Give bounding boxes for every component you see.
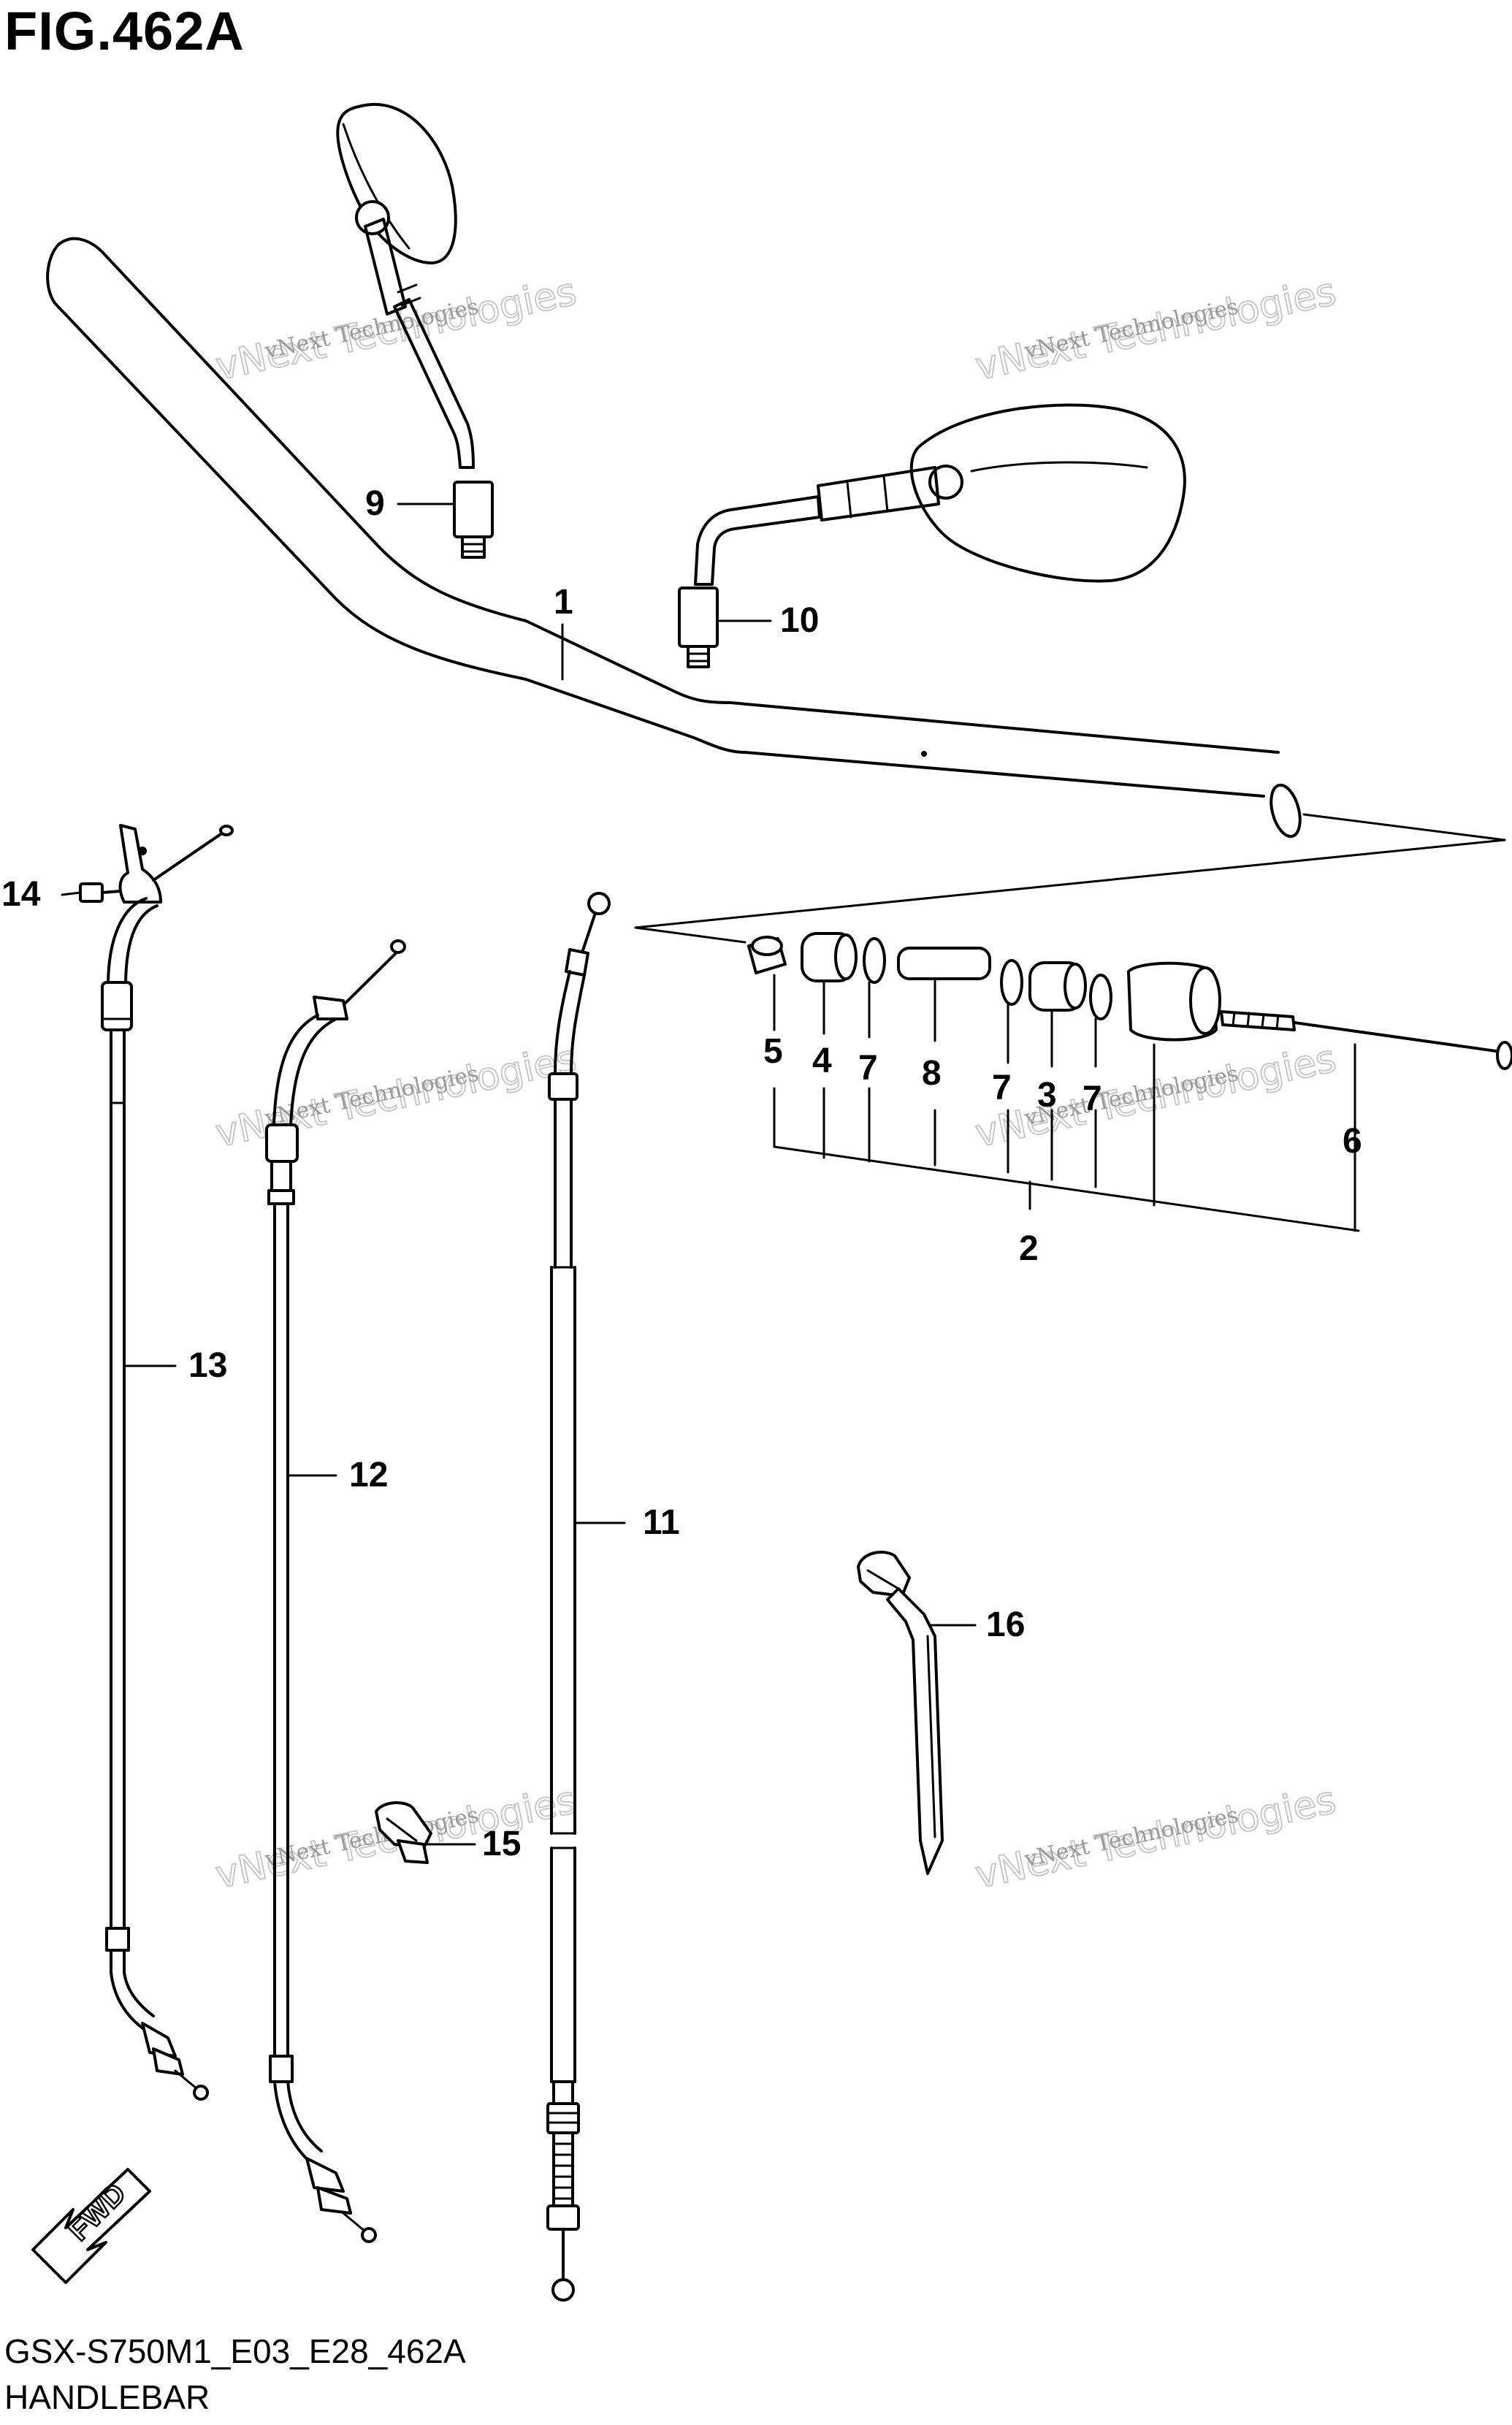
left-mirror-part	[336, 103, 494, 559]
callout-6: 6	[1343, 1122, 1362, 1161]
part-5-nut	[747, 936, 787, 974]
callout-12: 12	[349, 1456, 388, 1494]
cable-12-part	[265, 939, 406, 2243]
callout-9: 9	[365, 484, 385, 523]
leader-lines	[61, 503, 1356, 1846]
callout-7c: 7	[1083, 1080, 1102, 1118]
right-mirror-part	[678, 403, 1186, 668]
callout-13: 13	[188, 1346, 227, 1385]
balancer-weight	[1127, 961, 1221, 1042]
figure-code: GSX-S750M1_E03_E28_462A	[4, 2332, 466, 2370]
bar-end-assembly	[747, 932, 1512, 1232]
callout-4: 4	[812, 1042, 832, 1080]
part-7-washer	[863, 937, 886, 984]
callout-14: 14	[1, 875, 41, 914]
callout-16: 16	[986, 1605, 1025, 1644]
callout-8: 8	[922, 1054, 942, 1093]
callout-5: 5	[763, 1032, 783, 1071]
callout-11: 11	[643, 1503, 680, 1542]
part-3-spacer	[1028, 961, 1087, 1012]
part-6-screw	[1220, 1010, 1512, 1070]
assembly-bracket	[773, 1043, 1360, 1232]
callout-3: 3	[1037, 1076, 1057, 1115]
callout-15: 15	[482, 1825, 521, 1863]
part-8-rubber	[897, 947, 991, 980]
callout-7b: 7	[992, 1069, 1012, 1107]
figure-title: FIG.462A	[4, 1, 245, 61]
handlebar-part	[46, 237, 1506, 944]
callout-1: 1	[554, 583, 573, 622]
figure-name: HANDLEBAR	[4, 2378, 210, 2416]
part-16-cable-tie	[857, 1551, 944, 1875]
part-15-clamp	[375, 1801, 432, 1864]
part-14-bolt	[79, 882, 122, 903]
callout-10: 10	[780, 601, 819, 640]
forward-direction-arrow: FWD	[31, 2168, 151, 2284]
callout-labels: 1 2 3 4 5 6 7 7 7 8 9 10 11 12 13 14 15 …	[1, 484, 1362, 1863]
cable-13-part	[79, 824, 234, 2101]
part-7-washer	[1000, 959, 1023, 1006]
callout-2: 2	[1019, 1229, 1039, 1268]
cable-11-part	[546, 892, 611, 2302]
part-7-washer	[1089, 974, 1112, 1020]
callout-7a: 7	[858, 1049, 878, 1088]
part-4-spacer	[801, 932, 858, 982]
